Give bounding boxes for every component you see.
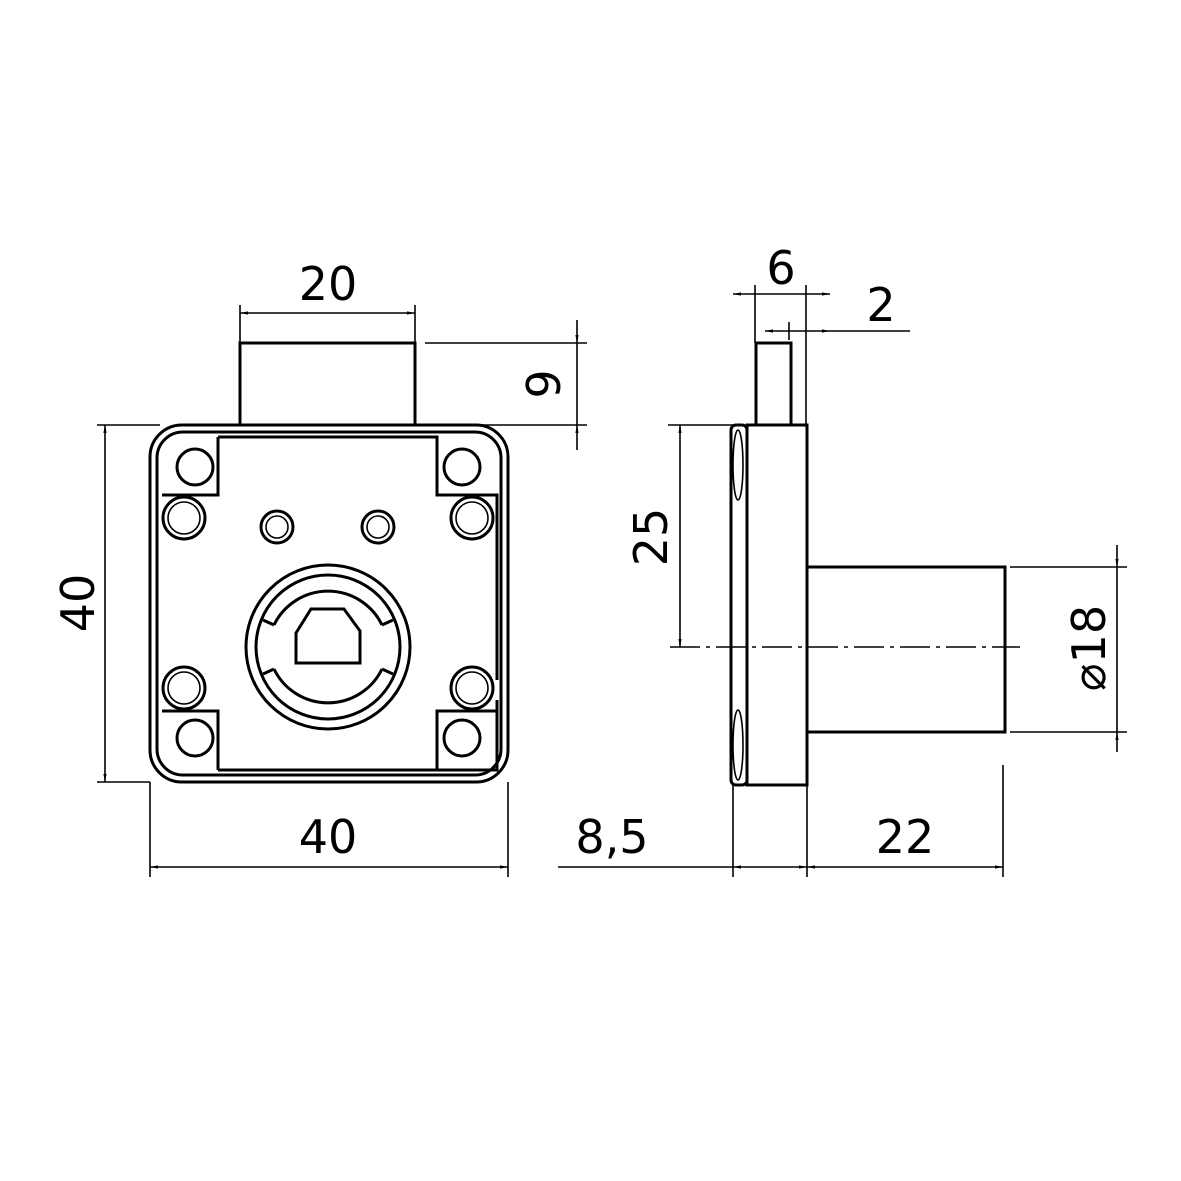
side-dimensions: 6 2 25 ⌀18 8,5 22: [558, 241, 1127, 877]
dim-body-depth: 8,5: [575, 810, 648, 864]
dim-cylinder-length: 22: [876, 810, 935, 864]
lock-cylinder: [244, 563, 412, 731]
front-view: [148, 341, 510, 784]
pin-holes: [259, 509, 396, 545]
dim-cylinder-diameter: ⌀18: [1062, 605, 1116, 691]
outer-housing: [148, 423, 510, 784]
corner-holes: [175, 447, 482, 758]
cylinder-side: [805, 565, 1007, 734]
bolt-side: [754, 341, 793, 427]
housing-side: [745, 423, 809, 787]
dim-bolt-projection: 9: [517, 369, 571, 398]
dim-height: 40: [51, 574, 105, 633]
bolt: [238, 341, 417, 427]
side-view: [670, 341, 1020, 787]
inner-housing: [155, 430, 503, 777]
mounting-plate: [162, 435, 499, 772]
dim-bolt-offset: 2: [866, 278, 895, 332]
screw-holes: [161, 495, 495, 711]
dim-bolt-width: 20: [299, 257, 358, 311]
front-dimensions: 20 9 40 40: [51, 257, 587, 877]
keyway: [294, 607, 362, 665]
dim-bolt-thickness: 6: [766, 241, 795, 295]
dim-width: 40: [299, 810, 358, 864]
dim-center-height: 25: [624, 508, 678, 567]
